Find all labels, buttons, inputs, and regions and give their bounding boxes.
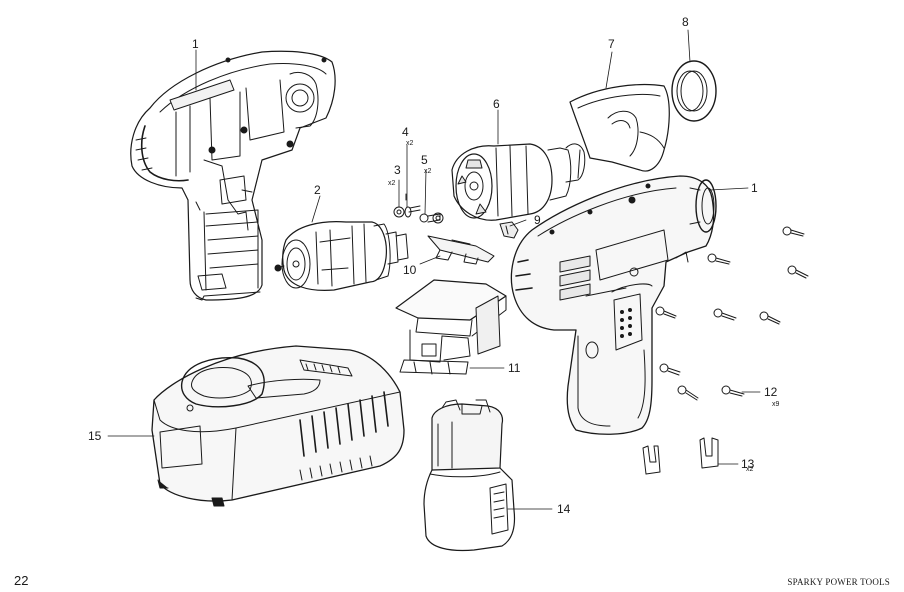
charger — [151, 345, 405, 507]
lever-plate-part-10 — [427, 235, 495, 265]
callout-14: 14 — [557, 502, 571, 516]
callout-13: 13 — [741, 457, 755, 471]
callout-6: 6 — [493, 97, 500, 111]
callout-15: 15 — [88, 429, 102, 443]
callout-3: 3 — [394, 163, 401, 177]
brand-footer: SPARKY POWER TOOLS — [787, 577, 890, 587]
callout-11: 11 — [508, 361, 521, 375]
clip-part-9 — [499, 221, 519, 239]
battery-pack — [423, 399, 516, 552]
gearbox-assembly — [451, 143, 586, 221]
callout-8: 8 — [682, 15, 689, 29]
screw-12-f — [759, 311, 781, 325]
screw-12-e — [713, 308, 737, 321]
callout-3-qty: x2 — [388, 180, 396, 187]
callout-10: 10 — [403, 263, 417, 277]
callout-12: 12 — [764, 385, 778, 399]
screw-12-d — [655, 306, 677, 319]
clips-part-13 — [642, 437, 719, 475]
washer-part-3 — [393, 206, 405, 218]
screw-part-5 — [419, 212, 444, 224]
screw-12-g — [659, 363, 681, 376]
callout-1-right: 1 — [751, 181, 758, 195]
drill-body-assembled — [510, 175, 717, 435]
callout-5-qty: x2 — [424, 168, 432, 175]
rubber-boot — [569, 83, 670, 172]
screw-12-c — [787, 265, 809, 279]
housing-half-left — [130, 50, 336, 301]
callout-4: 4 — [402, 125, 409, 139]
ring-part-8 — [671, 60, 717, 122]
screw-12-i — [721, 385, 745, 397]
callout-2: 2 — [314, 183, 321, 197]
callout-9: 9 — [534, 213, 541, 227]
callout-5: 5 — [421, 153, 428, 167]
screw-part-4 — [404, 193, 421, 218]
screw-12-h — [677, 385, 699, 401]
callout-7: 7 — [608, 37, 615, 51]
screws-part-12 — [655, 226, 809, 401]
callout-12-qty: x9 — [772, 401, 780, 408]
callout-1-left: 1 — [192, 37, 199, 51]
leader-lines — [107, 29, 761, 510]
screw-12-b — [707, 253, 731, 265]
page-number: 22 — [14, 573, 29, 588]
screw-12-a — [782, 226, 805, 237]
motor — [274, 221, 409, 291]
switch-part-11 — [395, 279, 507, 375]
callout-13-qty: x2 — [746, 466, 754, 473]
callout-4-qty: x2 — [406, 140, 414, 147]
